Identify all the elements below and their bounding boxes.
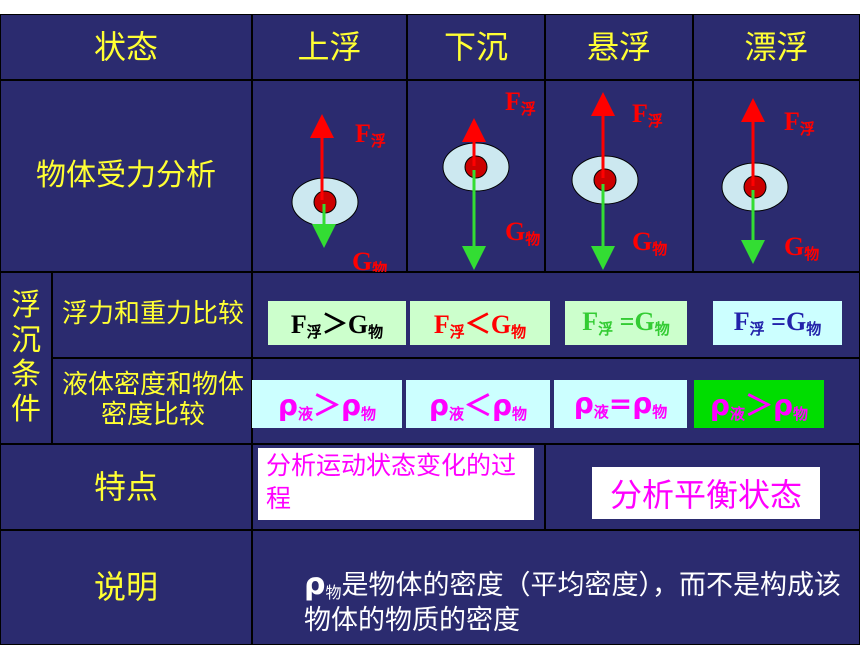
force-compare-rise: F浮＞G物: [268, 301, 406, 345]
cell-conditions-group: [0, 272, 52, 444]
cell-compare-density-label: [52, 358, 252, 444]
feature-static-text: 分析平衡状态: [592, 467, 820, 519]
cell-explain-text: [252, 530, 860, 645]
force-compare-sink: F浮＜G物: [410, 301, 550, 345]
density-compare-rise: ρ液＞ρ物: [252, 380, 402, 428]
compare-expression: F浮 =G物: [733, 307, 822, 338]
compare-density-label: 液体密度和物体密度比较: [61, 370, 244, 430]
diagram-suspend: F浮 G物: [571, 92, 667, 270]
explain-label: 说明: [93, 568, 158, 607]
compare-force-label: 浮力和重力比较: [61, 299, 244, 330]
gravity-label: G物: [784, 232, 819, 263]
compare-expression: ρ液＜ρ物: [428, 389, 528, 423]
buoyant-force-label: F浮: [632, 99, 663, 130]
compare-expression: ρ液=ρ物: [573, 386, 668, 421]
state-suspend-label: 悬浮: [586, 27, 651, 66]
compare-expression: ρ液＞ρ物: [709, 389, 809, 423]
object-core-icon: [593, 168, 617, 192]
cell-state-suspend: [545, 14, 693, 80]
buoyant-force-label: F浮: [784, 107, 815, 138]
object-core-icon: [743, 175, 767, 199]
cell-compare-force-label: [52, 272, 252, 358]
state-sink-label: 下沉: [443, 27, 508, 66]
feature-dynamic-text: 分析运动状态变化的过程: [258, 448, 534, 520]
conditions-group-label: 浮 沉 条 件: [11, 288, 41, 427]
cell-force-analysis-label: [0, 80, 252, 272]
diagram-float: F浮 G物: [721, 98, 819, 264]
buoyant-force-label: F浮: [505, 87, 536, 118]
buoyant-force-label: F浮: [355, 119, 386, 150]
force-compare-suspend: F浮 =G物: [565, 301, 687, 345]
diagram-rise: F浮 G物: [291, 114, 387, 278]
density-compare-float: ρ液＞ρ物: [694, 380, 824, 428]
compare-expression: F浮 =G物: [582, 307, 670, 338]
diagram-sink: F浮 G物: [442, 87, 540, 270]
compare-expression: F浮＞G物: [290, 310, 384, 341]
force-compare-float: F浮 =G物: [713, 301, 842, 345]
cell-state-sink: [407, 14, 545, 80]
compare-expression: ρ液＞ρ物: [277, 389, 377, 423]
state-rise-label: 上浮: [297, 27, 362, 66]
cell-feature-label: [0, 444, 252, 530]
cell-state-rise: [252, 14, 407, 80]
explanation-text: ρ物是物体的密度（平均密度），而不是构成该物体的物质的密度: [304, 567, 841, 637]
object-core-icon: [464, 155, 488, 179]
state-float-label: 漂浮: [744, 27, 809, 66]
cell-state-float: [693, 14, 860, 80]
density-compare-suspend: ρ液=ρ物: [554, 380, 687, 428]
compare-expression: F浮＜G物: [433, 310, 527, 341]
gravity-label: G物: [632, 227, 667, 258]
feature-label: 特点: [93, 467, 158, 506]
force-analysis-label: 物体受力分析: [36, 157, 216, 193]
state-header-label: 状态: [93, 27, 158, 66]
cell-state-label: [0, 14, 252, 80]
gravity-label: G物: [505, 217, 540, 248]
density-compare-sink: ρ液＜ρ物: [406, 380, 550, 428]
